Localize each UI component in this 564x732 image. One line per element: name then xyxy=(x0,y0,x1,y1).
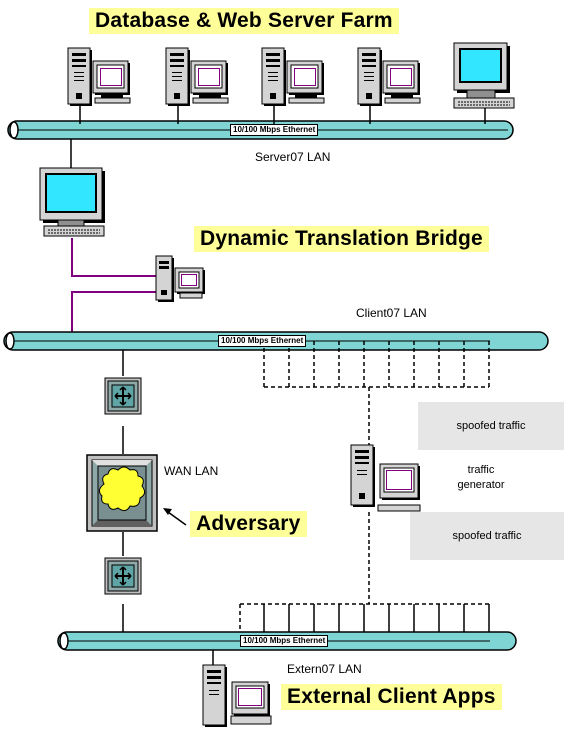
spoofed-traffic-box-top: spoofed traffic xyxy=(418,402,564,450)
bridge-link xyxy=(71,238,160,334)
bridge-host xyxy=(155,255,205,302)
monitor-workstation-top xyxy=(453,42,515,109)
label-wan-lan: WAN LAN xyxy=(164,464,219,478)
server-workstation-2 xyxy=(165,47,229,107)
spoofed-drops-top xyxy=(263,341,490,447)
label-extern-lan: Extern07 LAN xyxy=(287,662,362,676)
spoofed-traffic-box-bottom: spoofed traffic xyxy=(410,512,564,560)
bridge-console-workstation xyxy=(39,167,106,237)
server-workstation-1 xyxy=(67,47,131,107)
external-client-workstation xyxy=(202,664,272,727)
router-upper xyxy=(104,377,142,415)
server-workstation-4 xyxy=(357,47,421,107)
ethernet-label-extern: 10/100 Mbps Ethernet xyxy=(240,635,329,647)
wan-node xyxy=(86,454,158,532)
title-adversary: Adversary xyxy=(190,511,307,537)
title-external-apps: External Client Apps xyxy=(281,684,502,710)
traffic-generator-workstation xyxy=(350,444,421,512)
adversary-arrow xyxy=(163,508,187,526)
server-workstation-3 xyxy=(261,47,325,107)
ethernet-label-server: 10/100 Mbps Ethernet xyxy=(230,124,319,136)
title-server-farm: Database & Web Server Farm xyxy=(89,8,399,34)
label-traffic-generator-2: generator xyxy=(457,479,505,491)
cloud-icon xyxy=(98,466,146,512)
title-bridge: Dynamic Translation Bridge xyxy=(194,226,489,252)
label-server-lan: Server07 LAN xyxy=(255,150,331,164)
ethernet-label-client: 10/100 Mbps Ethernet xyxy=(218,335,307,347)
router-lower xyxy=(104,557,142,595)
label-traffic-generator-1: traffic xyxy=(467,464,495,476)
label-client-lan: Client07 LAN xyxy=(356,306,427,320)
